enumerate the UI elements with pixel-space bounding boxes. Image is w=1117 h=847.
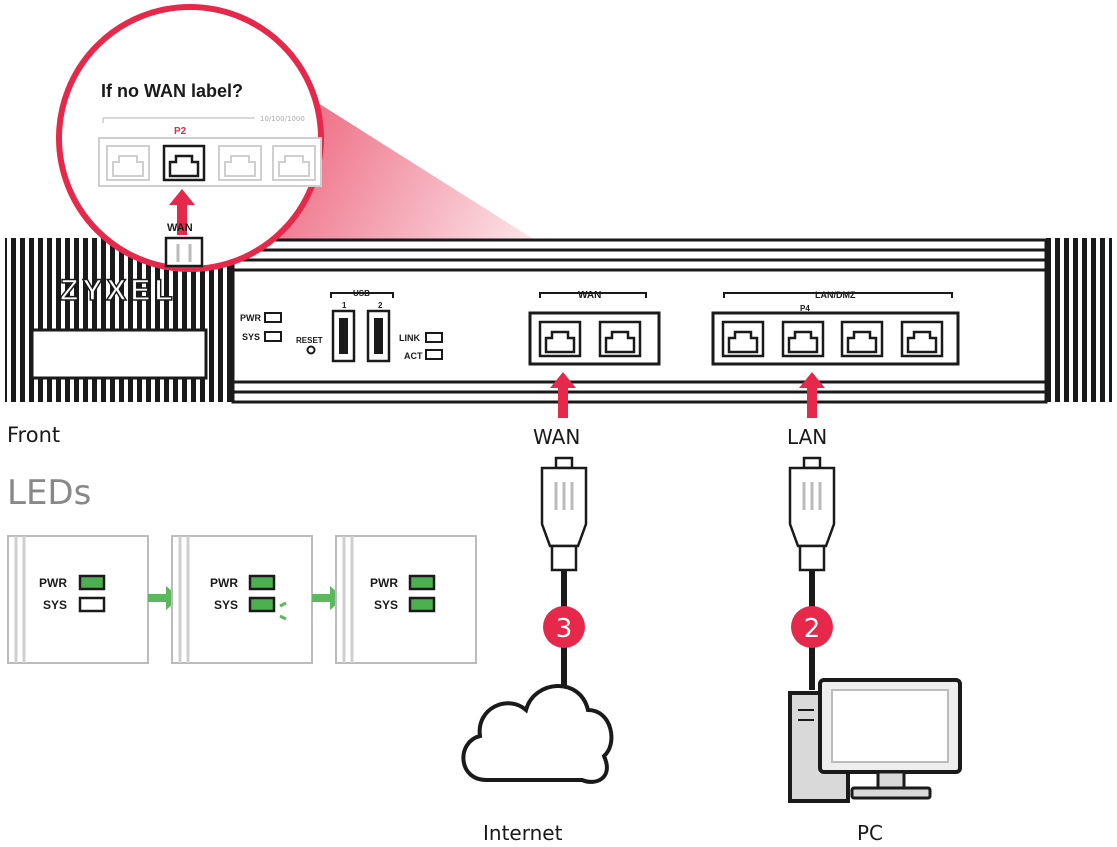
device-pwr-led <box>264 312 282 323</box>
front-label-plate <box>30 328 208 380</box>
device-sys-label: SYS <box>242 332 260 342</box>
panel1-pwr-led <box>78 574 106 591</box>
lan-port-p6[interactable] <box>900 320 944 358</box>
p4-label: P4 <box>800 304 810 313</box>
callout-magnifier: If no WAN label? 10/100/1000 P2 WAN <box>56 4 324 272</box>
device: ZYXEL PWR SYS RESET USB 1 2 LINK ACT WAN… <box>5 238 1112 404</box>
callout-port-p1 <box>106 145 150 181</box>
lan-port-p3[interactable] <box>721 320 765 358</box>
panel2-pwr-led <box>248 574 276 591</box>
reset-button[interactable] <box>306 345 316 355</box>
panel3-sys-led <box>408 596 436 613</box>
usb1-label: 1 <box>342 301 347 310</box>
callout-port-p3 <box>218 145 262 181</box>
wan-cable-plug-icon <box>540 456 588 572</box>
wan-group-label: WAN <box>578 290 601 301</box>
panel3-pwr-label: PWR <box>370 576 398 590</box>
wan-port-1[interactable] <box>538 320 582 358</box>
pc-label: PC <box>857 821 883 845</box>
led-panel-off: PWR SYS <box>7 535 149 664</box>
reset-label: RESET <box>296 336 323 345</box>
link-led <box>425 332 443 343</box>
usb2-label: 2 <box>378 301 383 310</box>
panel2-sys-label: SYS <box>214 598 238 612</box>
lan-step-badge <box>791 606 833 648</box>
link-label: LINK <box>399 333 420 343</box>
callout-port-p4 <box>272 145 316 181</box>
right-heatsink <box>1046 238 1112 402</box>
callout-title: If no WAN label? <box>101 81 243 101</box>
panel3-sys-label: SYS <box>374 598 398 612</box>
callout-plug-icon <box>164 236 204 268</box>
callout-port-p2 <box>162 144 206 182</box>
device-sys-led <box>264 331 282 342</box>
lan-step-number: 2 <box>804 614 821 644</box>
panel1-pwr-label: PWR <box>39 576 67 590</box>
panel2-pwr-label: PWR <box>210 576 238 590</box>
leds-heading: LEDs <box>7 473 91 513</box>
wan-cable-label: WAN <box>533 425 580 449</box>
led-panel-on: PWR SYS <box>335 535 477 664</box>
lan-port-p5[interactable] <box>840 320 884 358</box>
brand-logo: ZYXEL <box>60 274 177 307</box>
act-led <box>425 349 443 360</box>
usb-label: USB <box>353 289 370 298</box>
led-panel-blinking: PWR SYS <box>171 535 313 664</box>
wan-step-badge <box>543 606 585 648</box>
lan-cable-label: LAN <box>787 425 827 449</box>
wan-step-number: 3 <box>556 614 573 644</box>
callout-speed: 10/100/1000 <box>260 115 305 123</box>
wan-port-2[interactable] <box>598 320 642 358</box>
cloud-icon <box>461 684 614 784</box>
front-label: Front <box>7 423 60 447</box>
device-pwr-label: PWR <box>240 313 261 323</box>
pc-icon <box>788 678 962 803</box>
panel3-pwr-led <box>408 574 436 591</box>
act-label: ACT <box>404 351 423 361</box>
panel1-sys-label: SYS <box>43 598 67 612</box>
lan-group-label: LAN/DMZ <box>815 290 856 300</box>
lan-cable-plug-icon <box>788 456 836 572</box>
callout-port-label: P2 <box>174 126 187 137</box>
internet-label: Internet <box>483 821 563 845</box>
panel2-sys-led <box>248 596 276 613</box>
lan-port-p4[interactable] <box>781 320 825 358</box>
panel1-sys-led <box>78 596 106 613</box>
callout-wan-label: WAN <box>167 222 193 234</box>
blink-dash-icon <box>279 601 287 608</box>
